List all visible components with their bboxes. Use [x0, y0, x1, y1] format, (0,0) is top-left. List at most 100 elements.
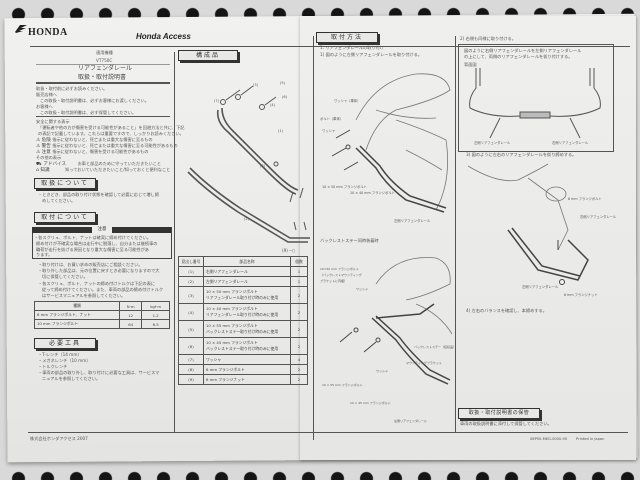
parts-heading: 構成品	[178, 50, 238, 61]
svg-text:左側リアフェンダレール: 左側リアフェンダレール	[522, 284, 559, 289]
part-note: バックレストステー取り付け時のみに使用	[206, 346, 279, 351]
level-text: 指示に従わないと、傷害を受ける可能性があるもの	[52, 149, 149, 154]
model-label: 適用機種	[96, 50, 113, 55]
step1-2: 2) 右側も同様に取り付ける。	[460, 36, 516, 41]
table-row: (3)10 × 50 mm フランジボルトリアフェンダレール取り付け時のみに使用…	[178, 286, 308, 304]
handling-heading: 取扱について	[34, 178, 96, 189]
cell: 4	[290, 354, 308, 365]
printed-in: Printed in Japan	[576, 437, 605, 441]
column-divider-1	[174, 52, 175, 432]
note-line: ・各スクリュ、ボルト、ナットの締め付けトルクは下記の表に	[38, 281, 156, 286]
level-label: 危険	[41, 138, 51, 143]
header-rule	[30, 46, 630, 47]
footer-rule	[28, 432, 628, 433]
note-line: 従って締め付けてください。また、車両の部品の締め付けトルク	[42, 287, 164, 292]
step1-1: 1) 図のように左側リアフェンダレールを取り付ける。	[320, 52, 422, 57]
fig3-view-label: 背面図	[464, 62, 477, 67]
cell: (3)	[178, 286, 204, 304]
level-label: 知識	[40, 168, 50, 173]
safety-level-danger: ⚠ 危険 指示に従わないと、死亡または重大な傷害に至るもの	[36, 137, 153, 144]
part-name: 10 × 45 mm フランジボルト	[206, 340, 258, 345]
caution-text: 輪荷が走行を妨げる原因となり重大な傷害に至る可能性があ	[36, 247, 149, 252]
cell: (9)	[178, 374, 204, 385]
step1-4: 4) 左右のバランスを確認し、本締めする。	[466, 308, 547, 313]
safety-text: の表記で記載しています。これらは重要ですので、しっかりお読みください。	[38, 131, 184, 136]
intro-line: お客様へ	[36, 104, 53, 109]
other-heading: その他の表示	[36, 155, 62, 160]
install-heading: 取付について	[34, 212, 96, 223]
cell: 1	[290, 266, 308, 277]
level-text: 指示に従わないと、死亡または重大な傷害に至るもの	[52, 137, 153, 142]
cell: 2	[290, 337, 308, 355]
storage-text: 車両の取扱説明書に添付して保管してください。	[460, 421, 552, 426]
cell: (4)	[178, 303, 204, 321]
caution-text: ります。	[36, 252, 53, 257]
handling-text: ・ときどき、部品の取り付け状態を確認して必要に応じて増し締	[38, 192, 159, 197]
column-divider-2	[313, 36, 314, 440]
svg-text:10 × 40 mm フランジボルト: 10 × 40 mm フランジボルト	[350, 190, 395, 195]
column-divider-3	[455, 36, 456, 432]
tool-item: ・車両の部品の取り外し、取り付けに必要な工具は、サービスマ	[38, 370, 160, 375]
tools-heading: 必要工具	[34, 338, 96, 349]
svg-text:バックレストステー（接続品）: バックレストステー（接続品）	[414, 344, 454, 349]
header-cell: 部品名称	[203, 256, 291, 267]
header-cell: kgf·m	[141, 301, 170, 311]
cell: 右側リアフェンダレール	[203, 266, 291, 277]
level-label: 注意	[41, 150, 51, 155]
cell: (8)	[178, 364, 204, 375]
table-row: 10 mm フランジボルト 64 6.5	[34, 319, 170, 329]
cell: (2)	[178, 276, 204, 287]
cell: ワッシャ	[203, 354, 291, 365]
note-line: 切に保管してください。	[42, 274, 88, 279]
cell: 1.2	[141, 310, 170, 320]
svg-text:マウンティングブラケット: マウンティングブラケット	[406, 360, 442, 365]
cell: (5)	[178, 320, 204, 338]
svg-text:(3): (3)	[253, 83, 259, 87]
svg-text:(8): (8)	[260, 164, 266, 168]
cell: 6 mm フランジボルト	[203, 364, 291, 375]
warning-triangle-icon: ⚠	[36, 144, 41, 149]
honda-wing-logo-icon	[15, 25, 27, 33]
table-row: (6)10 × 45 mm フランジボルトバックレストステー取り付け時のみに使用…	[178, 337, 308, 355]
cell: 2	[290, 320, 308, 338]
svg-text:(4): (4)	[270, 103, 276, 107]
header-cell: 個数	[290, 256, 308, 267]
cell: 2	[290, 303, 308, 321]
warning-triangle-icon: ⚠	[36, 150, 41, 155]
part-note: リアフェンダレール取り付け時のみに使用	[206, 295, 279, 300]
header-cell: 種類	[34, 301, 120, 311]
svg-text:左側リアフェンダレール: 左側リアフェンダレール	[394, 418, 427, 423]
table-header-row: 見出し番号 部品名称 個数	[178, 256, 308, 267]
cell: (6)	[178, 337, 204, 355]
cell: 10 × 50 mm フランジボルトリアフェンダレール取り付け時のみに使用	[203, 286, 291, 304]
svg-text:10×50 mm フランジボルト: 10×50 mm フランジボルト	[320, 266, 359, 271]
fig3-caption: の上にして、両側のリアフェンダレールを仮り付けする。	[464, 54, 573, 59]
fig4-tighten-diagram: 6 mm フランジボルト 右側リアフェンダレール 左側リアフェンダレール 6 m…	[467, 163, 617, 297]
safety-level-warning: ⚠ 警告 指示に従わないと、死亡または重大な傷害に至る可能性があるもの	[36, 143, 178, 150]
house-icon: ⌂	[36, 168, 39, 173]
cell: 6 mm フランジボルト、ナット	[34, 310, 120, 320]
nut-callout: (9) ─○	[282, 248, 296, 253]
table-row: (5)10 × 55 mm フランジボルトバックレストステー取り付け時のみに使用…	[178, 320, 308, 338]
handling-text: めしてください。	[42, 198, 76, 203]
part-note: リアフェンダレール取り付け時のみに使用	[206, 312, 279, 317]
svg-text:左側リアフェンダレール: 左側リアフェンダレール	[474, 140, 511, 145]
svg-text:(6): (6)	[282, 95, 288, 99]
svg-text:ブラケットに同梱）: ブラケットに同梱）	[320, 278, 347, 283]
tool-item: ・トルクレンチ	[38, 364, 68, 369]
note-line: はサービスマニュアルを参照してください。	[42, 293, 126, 298]
part-name: 10 × 50 mm フランジボルト	[206, 289, 258, 294]
fig3-caption: 図のように右側リアフェンダレールを左側リアフェンダレール	[464, 48, 582, 53]
backrest-heading: バックレストステー同時装着時	[320, 238, 379, 243]
level-text: 知っておいていただきたいこと/知っておくと便利なこと	[65, 167, 171, 172]
parts-exploded-diagram: (3)(5)(6) (4)(7)(1) (8)(2)	[187, 81, 310, 243]
install-method-heading: 取付方法	[316, 32, 378, 43]
cell: 64	[118, 319, 143, 329]
note-line: ・取り外した部品は、元の位置に戻すとき必要になりますので大	[38, 268, 160, 273]
svg-text:左側リアフェンダレール: 左側リアフェンダレール	[394, 218, 431, 223]
cell: 2	[290, 286, 308, 304]
cell: 6.5	[141, 319, 170, 329]
